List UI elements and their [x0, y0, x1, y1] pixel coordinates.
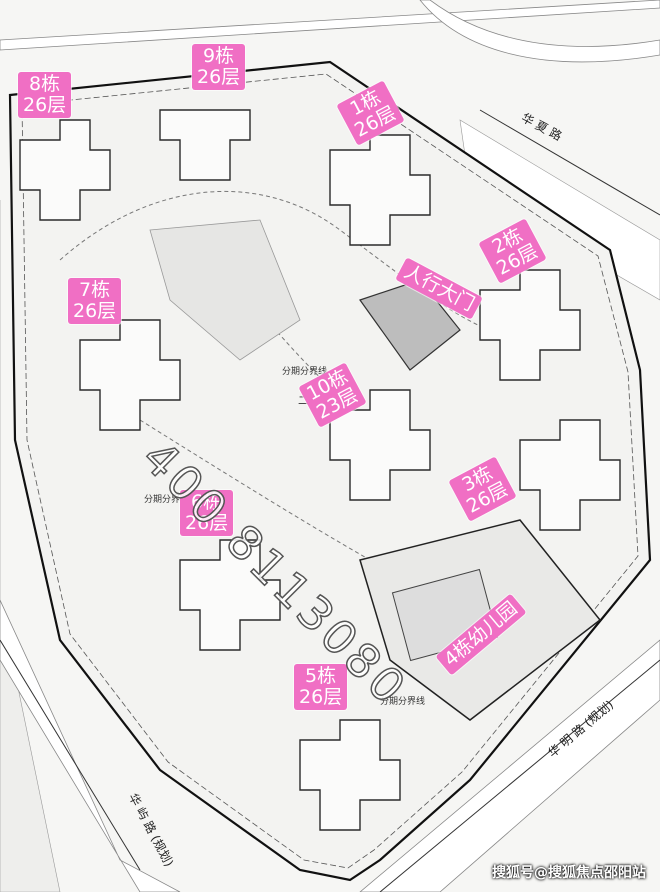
building-7-number: 7栋 — [79, 279, 111, 301]
building-6-footprint — [179, 539, 281, 651]
building-6-floors: 26层 — [185, 512, 229, 534]
phase-line-label-1: 分期分界线 — [282, 367, 328, 377]
building-5-label: 5栋 26层 — [294, 664, 348, 710]
building-8-floors: 26层 — [23, 94, 67, 116]
building-7-floors: 26层 — [73, 300, 117, 322]
building-6-number: 6栋 — [191, 491, 223, 513]
building-9-floors: 26层 — [197, 66, 241, 88]
building-10-footprint — [329, 389, 431, 501]
building-9-number: 9栋 — [203, 45, 235, 67]
source-credit: 搜狐号@搜狐焦点邵阳站 — [492, 865, 646, 881]
phase-line-label-3: 分期分界线 — [380, 697, 426, 707]
building-7-label: 7栋 26层 — [68, 278, 122, 324]
building-8-footprint — [19, 119, 111, 221]
building-3-footprint — [519, 419, 621, 531]
building-9-footprint — [159, 109, 251, 181]
building-5-number: 5栋 — [305, 665, 337, 687]
building-8-label: 8栋 26层 — [18, 72, 72, 118]
building-6-label: 6栋 26层 — [180, 490, 234, 536]
building-9-label: 9栋 26层 — [192, 44, 246, 90]
building-5-floors: 26层 — [299, 686, 343, 708]
phase-line-label-2: 分期分界线 — [144, 495, 190, 505]
building-5-footprint — [299, 719, 401, 831]
building-8-number: 8栋 — [29, 73, 61, 95]
